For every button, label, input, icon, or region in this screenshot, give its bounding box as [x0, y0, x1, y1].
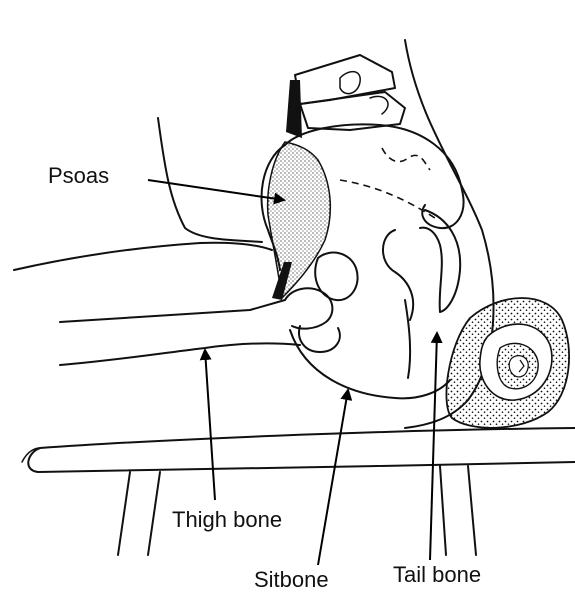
femur-head-outline	[285, 288, 332, 328]
stool-leg-3	[440, 466, 446, 555]
pelvis-dashed-detail	[382, 148, 430, 170]
pelvis-dashed-line	[340, 180, 438, 220]
sitbone-arrow	[318, 390, 348, 565]
thigh-upper-outline	[14, 243, 272, 270]
tail-bone-arrow	[430, 333, 437, 560]
pelvis-bottom-arc	[290, 330, 450, 398]
stool-leg-4	[468, 466, 476, 555]
rolled-cushion	[446, 298, 569, 428]
psoas-muscle	[268, 142, 331, 298]
stool-seat	[28, 448, 575, 472]
stool-leg-2	[148, 472, 160, 555]
femur-condyle	[299, 326, 340, 352]
psoas-label: Psoas	[48, 163, 109, 188]
pelvis-inner-lobe	[315, 253, 357, 301]
tailbone-curve	[383, 230, 413, 320]
thigh-bone-arrow	[205, 350, 215, 500]
stool-leg-1	[118, 472, 130, 555]
pelvis-right-lower	[405, 300, 410, 378]
thigh-lower-outline	[60, 343, 300, 365]
tail-bone-label: Tail bone	[393, 562, 481, 587]
belly-outline	[158, 118, 262, 242]
thigh-bone-label: Thigh bone	[172, 507, 282, 532]
sitbone-label: Sitbone	[254, 567, 329, 592]
spine-dark-shadow	[286, 80, 302, 138]
stool-seat-top	[40, 428, 575, 448]
femur-shaft	[60, 300, 285, 322]
